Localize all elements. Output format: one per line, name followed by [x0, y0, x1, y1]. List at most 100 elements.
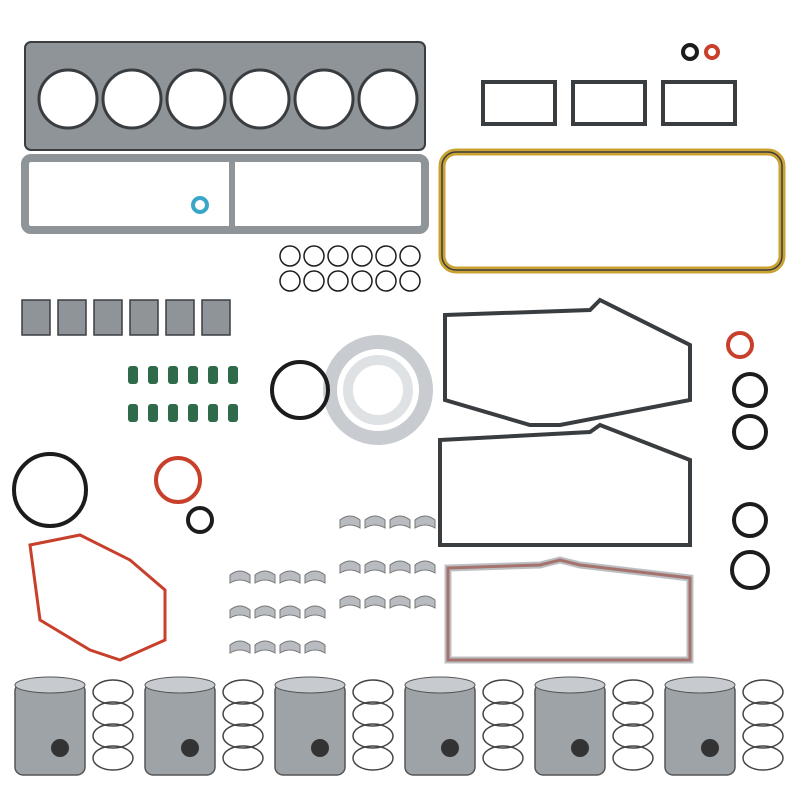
cylinder-bore [37, 68, 99, 130]
bearing-shell [339, 515, 361, 529]
piston-assembly [664, 676, 784, 776]
piston-ring [742, 679, 784, 705]
piston-ring [482, 745, 524, 771]
o-ring [399, 270, 421, 292]
piston-ring [482, 679, 524, 705]
valve-stem-seal [228, 404, 238, 422]
head-gasket [24, 41, 426, 151]
o-ring [279, 270, 301, 292]
exhaust-manifold-gasket [129, 299, 159, 336]
piston-ring [352, 723, 394, 749]
wrist-pin-bore [701, 739, 719, 757]
piston-crown [664, 676, 736, 694]
o-ring [399, 245, 421, 267]
valve-stem-seal [128, 366, 138, 384]
piston-ring [352, 701, 394, 727]
valve-stem-seal [228, 366, 238, 384]
bearing-shell [304, 570, 326, 584]
o-ring [327, 245, 349, 267]
piston-ring [352, 679, 394, 705]
bearing-shell [229, 640, 251, 654]
o-ring [12, 452, 88, 528]
cover-gaskets [481, 80, 737, 126]
exhaust-manifold-gasket [93, 299, 123, 336]
o-ring [732, 372, 768, 408]
piston-ring [92, 745, 134, 771]
o-ring [279, 245, 301, 267]
piston-ring [742, 745, 784, 771]
o-ring [375, 270, 397, 292]
o-ring [375, 245, 397, 267]
bearing-shell [389, 595, 411, 609]
piston-assembly [404, 676, 524, 776]
valve-stem-seal [128, 404, 138, 422]
bearing-shell [304, 640, 326, 654]
bearing-shell [339, 560, 361, 574]
o-ring [191, 196, 209, 214]
bearing-shell [254, 570, 276, 584]
oil-pan-gasket [438, 148, 786, 274]
o-ring [303, 245, 325, 267]
piston [274, 682, 346, 776]
piston-ring [612, 723, 654, 749]
valve-stem-seal [148, 404, 158, 422]
piston-ring [222, 745, 264, 771]
piston-assembly [144, 676, 264, 776]
o-ring [704, 44, 720, 60]
piston-ring [612, 745, 654, 771]
piston-assembly [14, 676, 134, 776]
piston-crown [534, 676, 606, 694]
bearing-shell [254, 605, 276, 619]
piston-crown [404, 676, 476, 694]
piston [144, 682, 216, 776]
bearing-shell [279, 640, 301, 654]
bearing-shell [389, 515, 411, 529]
piston-ring [482, 701, 524, 727]
exhaust-manifold-gasket [201, 299, 231, 336]
piston [14, 682, 86, 776]
valve-stem-seal [188, 366, 198, 384]
piston-ring [92, 679, 134, 705]
wrist-pin-bore [311, 739, 329, 757]
exhaust-manifold-gasket [165, 299, 195, 336]
oil-cooler-gaskets [438, 297, 694, 664]
o-ring [726, 331, 754, 359]
bearing-shell [414, 595, 436, 609]
o-ring [351, 270, 373, 292]
piston [664, 682, 736, 776]
exhaust-manifold-gasket [21, 299, 51, 336]
piston [404, 682, 476, 776]
bearing-shell [229, 570, 251, 584]
sealing-tape-roll [323, 335, 433, 445]
cylinder-bore [229, 68, 291, 130]
valve-stem-seal [188, 404, 198, 422]
piston-ring [352, 745, 394, 771]
cylinder-bore [101, 68, 163, 130]
piston-assembly [274, 676, 394, 776]
valve-stem-seal [148, 366, 158, 384]
piston-crown [274, 676, 346, 694]
wrist-pin-bore [571, 739, 589, 757]
wrist-pin-bore [181, 739, 199, 757]
o-ring [730, 550, 770, 590]
piston-ring [92, 701, 134, 727]
valve-stem-seal [208, 404, 218, 422]
valve-stem-seal [208, 366, 218, 384]
front-cover-gasket [28, 533, 167, 662]
o-ring [303, 270, 325, 292]
bearing-shell [279, 605, 301, 619]
o-ring [186, 506, 214, 534]
bearing-shell [304, 605, 326, 619]
piston-ring [222, 679, 264, 705]
bearing-shell [414, 560, 436, 574]
piston-ring [222, 701, 264, 727]
cylinder-bore [293, 68, 355, 130]
o-ring [732, 414, 768, 450]
o-ring [327, 270, 349, 292]
o-ring [732, 502, 768, 538]
piston-assembly [534, 676, 654, 776]
bearing-shell [279, 570, 301, 584]
bearing-shell [364, 595, 386, 609]
wrist-pin-bore [441, 739, 459, 757]
